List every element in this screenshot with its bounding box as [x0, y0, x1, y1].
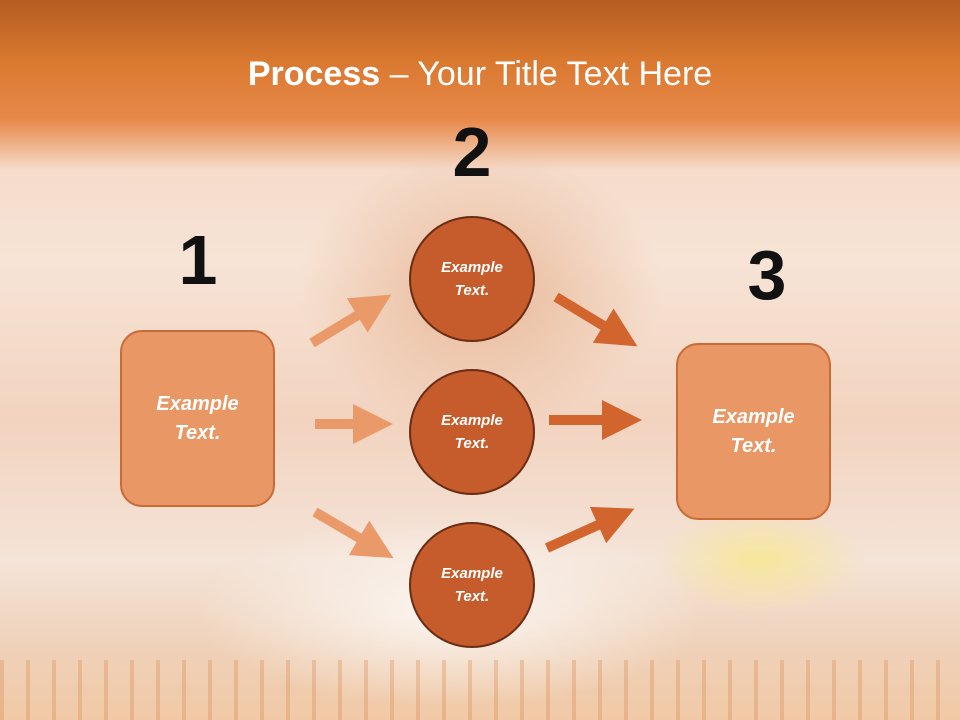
step-number-2: 2 — [452, 113, 492, 191]
circle-top: Example Text. — [409, 216, 535, 342]
circle-bottom: Example Text. — [409, 522, 535, 648]
circle-middle: Example Text. — [409, 369, 535, 495]
step-box-1-text: Example Text. — [156, 392, 239, 444]
arrow-top-to-3 — [553, 292, 638, 347]
arrow-1-to-bottom — [312, 507, 394, 559]
bamboo-mat-decoration — [0, 660, 960, 720]
title-rest-part: – Your Title Text Here — [380, 55, 713, 93]
title-bold-part: Process — [247, 55, 381, 93]
step-number-3: 3 — [747, 236, 787, 314]
circle-top-text: Example Text. — [441, 259, 503, 299]
circle-bottom-text: Example Text. — [441, 565, 503, 605]
step-box-1: Example Text. — [120, 330, 275, 507]
step-box-3-text: Example Text. — [712, 405, 795, 457]
slide-title: Process – Your Title Text Here — [0, 52, 960, 96]
arrow-1-to-top — [309, 294, 392, 348]
arrow-bottom-to-3 — [544, 506, 635, 553]
circle-middle-text: Example Text. — [441, 412, 503, 452]
step-box-3: Example Text. — [676, 343, 831, 520]
step-number-1: 1 — [178, 221, 218, 299]
